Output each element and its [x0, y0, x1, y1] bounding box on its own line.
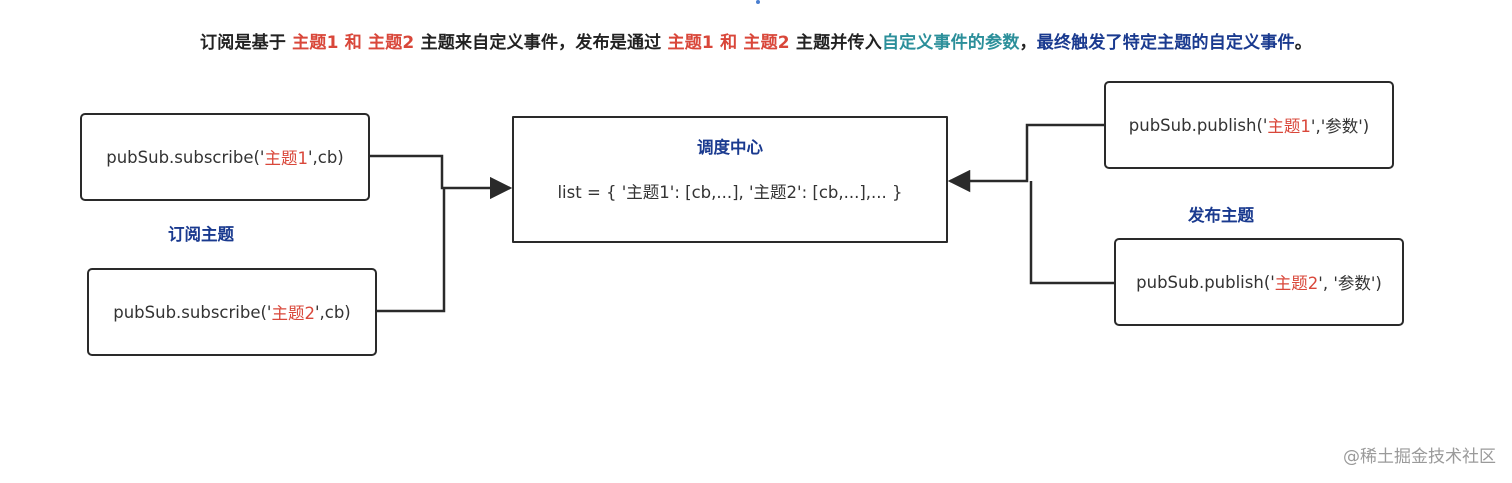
connector-pub2 [1029, 181, 1114, 285]
subscribe-box-topic2: pubSub.subscribe('主题2',cb) [87, 268, 377, 356]
subscribe-box-topic1: pubSub.subscribe('主题1',cb) [80, 113, 370, 201]
publish-box-topic1: pubSub.publish('主题1','参数') [1104, 81, 1394, 169]
publish-call-prefix: pubSub.publish(' [1136, 272, 1275, 292]
publish-topic2: 主题2 [1274, 274, 1319, 293]
subscribe-label: 订阅主题 [168, 225, 234, 244]
subscribe-call-suffix: ',cb) [307, 147, 344, 167]
watermark: @稀土掘金技术社区 [1343, 447, 1496, 467]
publish-topic1: 主题1 [1267, 117, 1311, 136]
caption-text-3: 主题并传入 [789, 33, 882, 53]
caption-topics-2: 主题1 和 主题2 [667, 33, 790, 53]
connector-sub2 [377, 188, 446, 313]
caption-text-1: 订阅是基于 [200, 33, 293, 53]
publish-call-suffix: ','参数') [1310, 117, 1370, 136]
publish-box-topic2: pubSub.publish('主题2', '参数') [1114, 238, 1404, 326]
caption-params: 自定义事件的参数 [881, 33, 1020, 53]
caption-topics-1: 主题1 和 主题2 [292, 33, 415, 53]
dispatch-center-box: 调度中心 list = { '主题1': [cb,...], '主题2': [c… [512, 116, 948, 243]
diagram-caption: 订阅是基于 主题1 和 主题2 主题来自定义事件，发布是通过 主题1 和 主题2… [0, 28, 1512, 53]
caption-trigger: 最终触发了特定主题的自定义事件 [1036, 33, 1295, 53]
subscribe-call-prefix: pubSub.subscribe(' [106, 147, 265, 167]
caption-text-5: 。 [1294, 33, 1312, 53]
publish-call-suffix: ', '参数') [1318, 274, 1382, 293]
caption-text-2: 主题来自定义事件，发布是通过 [414, 33, 668, 53]
dispatch-center-list: list = { '主题1': [cb,...], '主题2': [cb,...… [557, 183, 903, 202]
caption-text-4: ， [1019, 33, 1037, 53]
dispatch-center-title: 调度中心 [697, 138, 763, 157]
connector-sub1 [370, 154, 513, 200]
subscribe-call-suffix: ',cb) [314, 302, 351, 322]
publish-label: 发布主题 [1188, 206, 1254, 225]
connector-pub1 [947, 123, 1104, 193]
subscribe-call-prefix: pubSub.subscribe(' [113, 302, 272, 322]
subscribe-topic2: 主题2 [271, 304, 315, 323]
publish-call-prefix: pubSub.publish(' [1128, 115, 1268, 135]
subscribe-topic1: 主题1 [264, 149, 308, 168]
top-dot [756, 0, 760, 4]
